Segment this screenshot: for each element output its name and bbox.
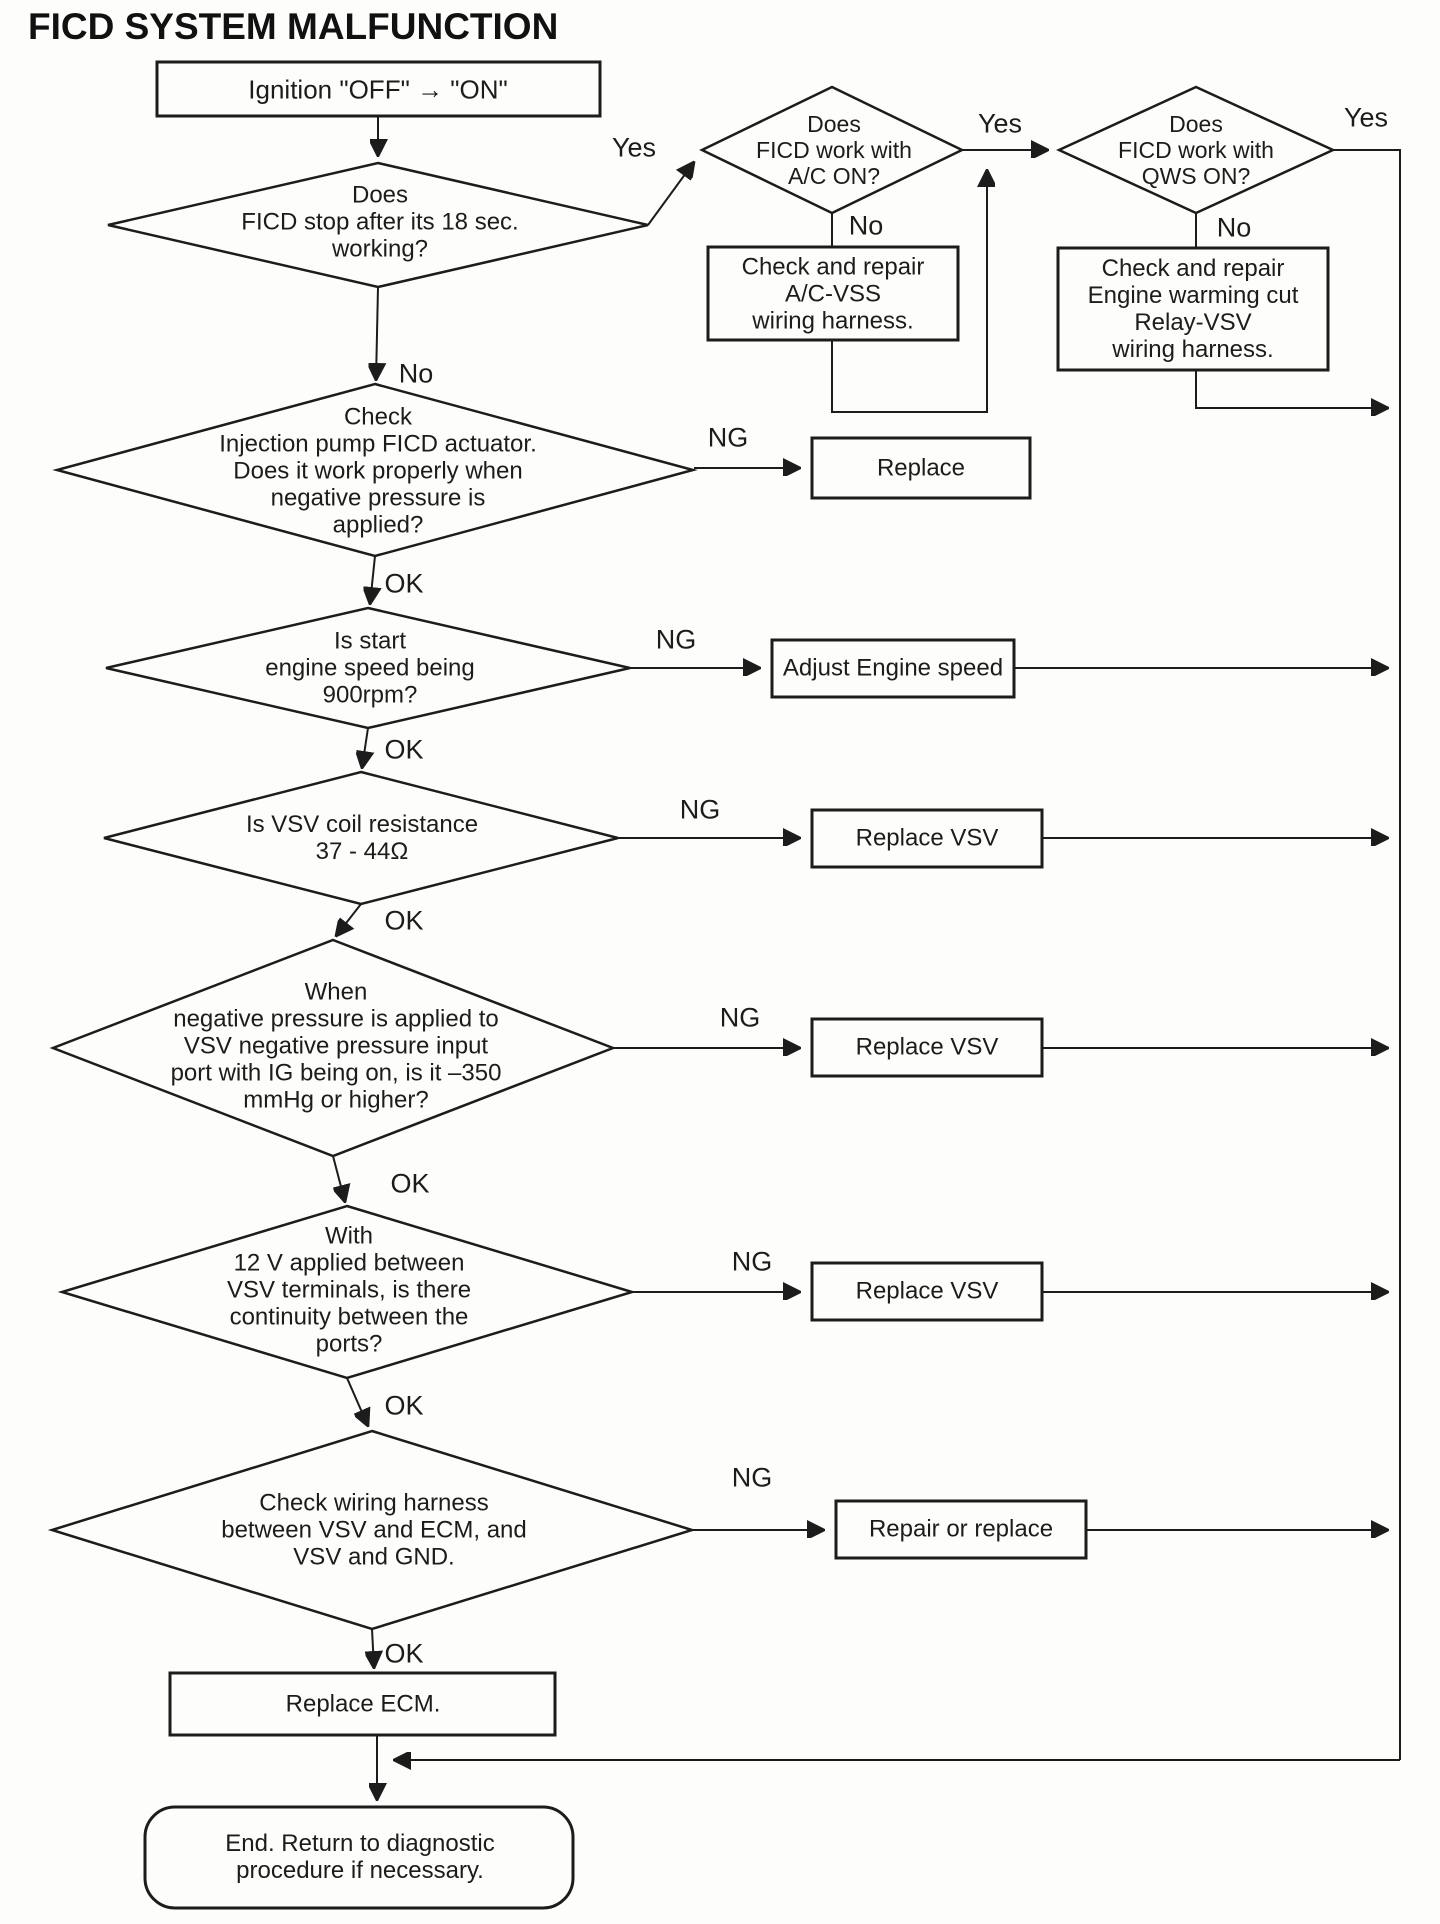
connector-engine-warming-out: [1195, 370, 1388, 408]
edge-label-ok-vsv-coil: OK: [384, 905, 424, 936]
edge-label-ng-injection: NG: [707, 422, 749, 453]
decision-wiring-label: Check wiring harness between VSV and ECM…: [221, 1489, 527, 1571]
decision-engine-speed-label: Is start engine speed being 900rpm?: [265, 627, 475, 709]
box-fix-ac-vss-label: Check and repair A/C-VSS wiring harness.: [741, 253, 925, 335]
box-fix-engine-warming-label: Check and repair Engine warming cut Rela…: [1087, 255, 1299, 363]
edge-label-ng-continuity: NG: [731, 1246, 773, 1277]
box-adjust-label: Adjust Engine speed: [782, 654, 1004, 682]
diamond-qws-on-shape: [1056, 85, 1336, 215]
edge-label-ok-injection: OK: [384, 568, 424, 599]
diamond-vsv-coil-shape: [103, 770, 619, 906]
box-adjust-shape: [770, 638, 1016, 699]
box-replace-shape: [810, 436, 1032, 500]
connector-continuity-ok: [346, 1377, 368, 1426]
edge-label-yes-ficd-stop: Yes: [611, 132, 657, 163]
edge-label-no-qws: No: [1216, 212, 1252, 243]
box-replace-label: Replace: [876, 454, 966, 482]
connector-wiring-ok: [372, 1628, 374, 1668]
box-replace-vsv3-label: Replace VSV: [855, 1277, 999, 1305]
edge-label-ng-engine-speed: NG: [655, 624, 697, 655]
box-replace-vsv3-shape: [810, 1261, 1044, 1322]
box-replace-ecm-shape: [168, 1671, 557, 1737]
box-replace-vsv2-label: Replace VSV: [855, 1033, 999, 1061]
edge-label-no-ac: No: [848, 210, 884, 241]
edge-label-ng-neg-pressure: NG: [719, 1002, 761, 1033]
box-start-shape: [155, 60, 602, 118]
diamond-wiring-shape: [47, 1429, 697, 1631]
diamond-ac-on-shape: [699, 85, 965, 215]
connector-vsv-coil-ok: [336, 903, 362, 936]
edge-label-ok-engine-speed: OK: [384, 734, 424, 765]
connector-ficd-stop-no: [376, 286, 378, 380]
diamond-engine-speed-shape: [105, 606, 631, 730]
decision-neg-pressure-label: When negative pressure is applied to VSV…: [170, 978, 502, 1114]
start-box-label: Ignition "OFF" → "ON": [248, 74, 508, 105]
box-fix-engine-warming-shape: [1056, 246, 1330, 372]
connector-acvss-loop: [831, 170, 987, 413]
box-end-shape: [143, 1805, 575, 1910]
decision-vsv-coil-label: Is VSV coil resistance 37 - 44Ω: [245, 811, 479, 865]
decision-ac-on-label: Does FICD work with A/C ON?: [756, 111, 912, 189]
end-node-label: End. Return to diagnostic procedure if n…: [225, 1830, 495, 1884]
edge-label-yes-qws: Yes: [1343, 102, 1389, 133]
decision-ficd-stop-label: Does FICD stop after its 18 sec. working…: [241, 181, 519, 263]
decision-continuity-label: With 12 V applied between VSV terminals,…: [226, 1222, 472, 1358]
box-replace-vsv2-shape: [810, 1017, 1044, 1078]
edge-label-yes-ac: Yes: [977, 108, 1023, 139]
page-title: FICD SYSTEM MALFUNCTION: [28, 6, 559, 47]
connector-neg-pressure-ok: [332, 1155, 345, 1202]
box-repair-or-replace-shape: [834, 1499, 1088, 1560]
box-replace-vsv1-label: Replace VSV: [855, 824, 999, 852]
edge-label-ng-wiring: NG: [731, 1462, 773, 1493]
connector-qws-yes-rightline: [1333, 149, 1401, 1760]
diamond-ficd-stop-shape: [107, 161, 649, 289]
diamond-continuity-shape: [57, 1204, 637, 1380]
box-repair-or-replace-label: Repair or replace: [868, 1515, 1054, 1543]
connector-engine-speed-ok: [362, 727, 368, 768]
box-replace-vsv1-shape: [810, 808, 1044, 869]
diamond-injection-pump-shape: [52, 382, 698, 558]
box-replace-ecm-label: Replace ECM.: [285, 1690, 441, 1718]
connector-ficd-stop-yes: [647, 162, 694, 226]
edge-label-ok-continuity: OK: [384, 1390, 424, 1421]
decision-injection-pump-label: Check Injection pump FICD actuator. Does…: [219, 403, 537, 539]
edge-label-ng-vsv-coil: NG: [679, 794, 721, 825]
edge-label-ok-neg-pressure: OK: [390, 1168, 430, 1199]
edge-label-no-ficd-stop: No: [398, 358, 434, 389]
decision-qws-on-label: Does FICD work with QWS ON?: [1118, 111, 1274, 189]
connector-injection-ok: [370, 555, 375, 604]
diamond-neg-pressure-shape: [49, 938, 617, 1158]
edge-label-ok-wiring: OK: [384, 1638, 424, 1669]
box-fix-ac-vss-shape: [706, 245, 960, 342]
